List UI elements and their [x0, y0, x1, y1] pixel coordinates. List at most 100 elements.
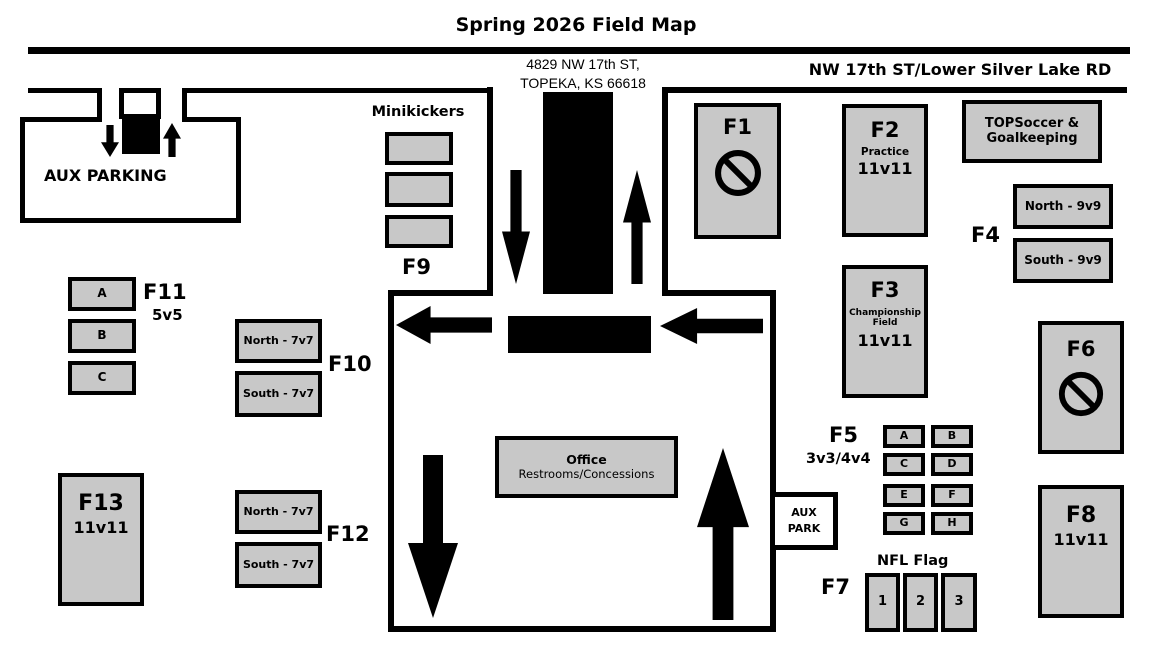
- lot-border-bottom: [388, 626, 776, 632]
- field-f5-cell-label: F: [948, 488, 956, 502]
- down-arrow-icon: [101, 125, 119, 157]
- lot-border-left: [388, 290, 394, 632]
- field-f13: F13 11v11: [58, 473, 144, 606]
- down-arrow-icon: [502, 170, 530, 284]
- road-name: NW 17th ST/Lower Silver Lake RD: [808, 60, 1112, 79]
- field-f5-cell: G: [883, 512, 925, 535]
- field-f5-cell-label: H: [947, 516, 957, 530]
- field-f7-cell: 1: [865, 573, 900, 632]
- field-f5-label: F5: [829, 423, 858, 447]
- up-arrow-icon: [163, 123, 181, 157]
- address-line2: TOPEKA, KS 66618: [520, 75, 646, 91]
- field-f7-cell-label: 3: [954, 594, 964, 610]
- entrance-wall-east: [182, 88, 187, 119]
- field-f5-cell: A: [883, 425, 925, 448]
- field-f5-cell: C: [883, 453, 925, 476]
- minikickers-label: Minikickers: [371, 104, 465, 120]
- field-f7-cell-label: 2: [915, 594, 926, 610]
- topsoccer-line2: Goalkeeping: [986, 130, 1078, 146]
- field-f13-label: F13: [78, 491, 124, 516]
- field-f7-label: F7: [821, 575, 850, 599]
- field-f3-use2: Field: [872, 318, 898, 329]
- minikickers-field-box: [385, 215, 453, 248]
- field-f5-cell: E: [883, 484, 925, 507]
- driveway-wall-east: [662, 87, 668, 296]
- field-f11-cell: C: [68, 361, 136, 395]
- field-f5-cell-label: A: [899, 429, 909, 443]
- boundary-mid-top: [182, 88, 492, 93]
- field-f2-size: 11v11: [857, 159, 913, 179]
- aux-park-small-lot: AUX PARK: [770, 492, 838, 550]
- lot-border-top-right: [662, 290, 776, 296]
- field-f2-label: F2: [870, 118, 900, 142]
- down-arrow-icon: [408, 455, 458, 618]
- field-f12-north-label: North - 7v7: [243, 504, 314, 518]
- field-f11-cell: B: [68, 319, 136, 353]
- no-entry-icon: [714, 150, 761, 197]
- field-f12-north: North - 7v7: [235, 490, 322, 534]
- no-entry-icon: [1058, 372, 1104, 417]
- field-f11-cell: A: [68, 277, 136, 311]
- field-f8-label: F8: [1065, 503, 1097, 528]
- aux-parking-label: AUX PARKING: [44, 166, 167, 185]
- field-f10-south: South - 7v7: [235, 371, 322, 417]
- minikickers-field-box: [385, 172, 453, 207]
- field-f1: F1: [694, 103, 781, 239]
- field-f3: F3 Championship Field 11v11: [842, 265, 928, 398]
- field-f9-label: F9: [402, 255, 431, 279]
- field-f6: F6: [1038, 321, 1124, 454]
- field-f5-cell: D: [931, 453, 973, 476]
- field-f2: F2 Practice 11v11: [842, 104, 928, 237]
- field-f1-label: F1: [723, 115, 752, 139]
- field-f10-south-label: South - 7v7: [242, 386, 315, 400]
- field-f12-label: F12: [326, 522, 370, 546]
- topsoccer-line1: TOPSoccer &: [984, 115, 1080, 131]
- field-f11-size: 5v5: [152, 306, 183, 324]
- field-f3-size: 11v11: [857, 330, 913, 350]
- field-f7-cell-label: 1: [877, 594, 888, 610]
- field-f12-south: South - 7v7: [235, 542, 322, 588]
- field-f2-use: Practice: [860, 146, 910, 159]
- field-f4-south-label: South - 9v9: [1024, 252, 1102, 267]
- field-f5-cell-label: C: [899, 457, 909, 471]
- field-f5-cell: F: [931, 484, 973, 507]
- field-f5-cell-label: E: [900, 488, 908, 502]
- entrance-gate-block: [122, 116, 160, 154]
- driveway-wall-west: [487, 87, 493, 296]
- field-f4-north-label: North - 9v9: [1024, 198, 1102, 213]
- field-f8: F8 11v11: [1038, 485, 1124, 618]
- driveway-median: [543, 92, 613, 294]
- office-sublabel: Restrooms/Concessions: [518, 466, 655, 481]
- field-f7-cell: 2: [903, 573, 938, 632]
- field-f4-south: South - 9v9: [1013, 238, 1113, 283]
- lot-median-bar: [508, 316, 651, 353]
- boundary-east-top: [662, 87, 1127, 93]
- field-f5-cell-label: B: [947, 429, 957, 443]
- address-line1: 4829 NW 17th ST,: [526, 56, 640, 72]
- field-topsoccer: TOPSoccer & Goalkeeping: [962, 100, 1102, 163]
- address: 4829 NW 17th ST, TOPEKA, KS 66618: [493, 55, 673, 93]
- field-f5-cell: H: [931, 512, 973, 535]
- left-arrow-icon: [660, 308, 763, 344]
- field-f10-north: North - 7v7: [235, 319, 322, 363]
- page-title: Spring 2026 Field Map: [455, 14, 697, 36]
- field-f7-cell: 3: [941, 573, 977, 632]
- field-f10-north-label: North - 7v7: [243, 333, 314, 347]
- field-f6-label: F6: [1066, 337, 1096, 361]
- entrance-median-island: [119, 88, 161, 119]
- field-f4-north: North - 9v9: [1013, 184, 1113, 229]
- field-f5-cell-label: D: [947, 457, 957, 471]
- field-f11-cell-label: C: [97, 370, 107, 385]
- office-label: Office: [566, 452, 607, 468]
- aux-parking-lot: [20, 117, 241, 223]
- lot-border-top-left: [388, 290, 493, 296]
- field-f3-use1: Championship: [849, 308, 921, 319]
- field-f11-label: F11: [143, 280, 187, 304]
- office-building: Office Restrooms/Concessions: [495, 436, 678, 498]
- up-arrow-icon: [623, 170, 651, 284]
- minikickers-field-box: [385, 132, 453, 165]
- up-arrow-icon: [697, 448, 749, 620]
- field-f3-label: F3: [870, 278, 900, 302]
- lot-border-right: [770, 290, 776, 632]
